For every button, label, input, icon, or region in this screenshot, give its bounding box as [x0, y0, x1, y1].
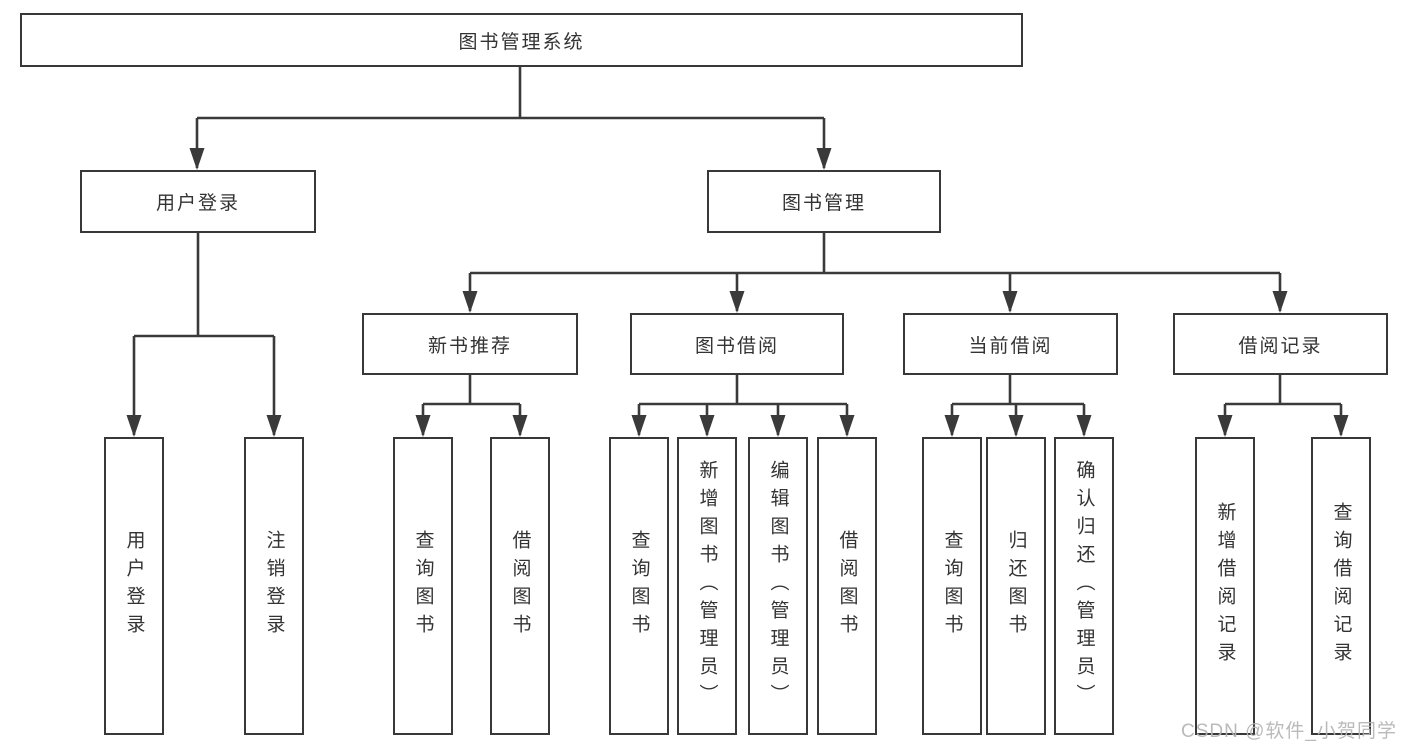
- connector-bookmgmt-to-level3: [462, 233, 1288, 313]
- watermark: CSDN @软件_小贺同学: [1181, 721, 1397, 742]
- node-book-mgmt: 图书管理: [707, 170, 941, 233]
- connector-currentborrowing-to-leaves: [944, 375, 1092, 437]
- leaf-bb-borrow-books: 借阅图书: [817, 437, 877, 735]
- leaf-bb-add-books-label: 新增图书（管理员）: [696, 460, 718, 712]
- leaf-cb-return-books: 归还图书: [986, 437, 1046, 735]
- leaf-br-add-record: 新增借阅记录: [1195, 437, 1255, 735]
- node-new-book-rec: 新书推荐: [362, 313, 578, 375]
- connector-root-to-level2: [189, 67, 832, 170]
- arrow-down-icon: [729, 291, 745, 313]
- arrow-down-icon: [1076, 415, 1092, 437]
- arrow-down-icon: [770, 415, 786, 437]
- leaf-cb-query-books: 查询图书: [922, 437, 982, 735]
- arrow-down-icon: [1002, 291, 1018, 313]
- node-user-login: 用户登录: [80, 170, 316, 233]
- arrow-down-icon: [1333, 415, 1349, 437]
- arrow-down-icon: [699, 415, 715, 437]
- arrow-down-icon: [816, 148, 832, 170]
- node-borrowing-records-label: 借阅记录: [1238, 335, 1323, 357]
- node-new-book-rec-label: 新书推荐: [427, 335, 512, 357]
- leaf-br-query-record: 查询借阅记录: [1311, 437, 1371, 735]
- leaf-bb-add-books: 新增图书（管理员）: [677, 437, 737, 735]
- node-book-borrowing-label: 图书借阅: [694, 335, 779, 357]
- leaf-bb-borrow-books-label: 借阅图书: [836, 530, 858, 642]
- arrow-down-icon: [266, 415, 282, 437]
- node-user-login-label: 用户登录: [155, 193, 240, 214]
- node-current-borrowing: 当前借阅: [903, 313, 1118, 375]
- leaf-bb-edit-books-label: 编辑图书（管理员）: [767, 460, 789, 712]
- arrow-down-icon: [462, 291, 478, 313]
- node-book-mgmt-label: 图书管理: [781, 193, 866, 214]
- leaf-cb-return-books-label: 归还图书: [1005, 530, 1027, 642]
- leaf-cb-query-books-label: 查询图书: [941, 530, 963, 642]
- leaf-br-add-record-label: 新增借阅记录: [1214, 502, 1236, 670]
- connector-userlogin-to-leaves: [126, 233, 282, 437]
- arrow-down-icon: [189, 148, 205, 170]
- arrow-down-icon: [1217, 415, 1233, 437]
- arrow-down-icon: [415, 415, 431, 437]
- arrow-down-icon: [126, 415, 142, 437]
- leaf-user-login: 用户登录: [104, 437, 164, 735]
- arrow-down-icon: [1008, 415, 1024, 437]
- connector-bookborrowing-to-leaves: [631, 375, 855, 437]
- leaf-cb-confirm-return-label: 确认归还（管理员）: [1073, 460, 1095, 712]
- node-book-borrowing: 图书借阅: [630, 313, 844, 375]
- arrow-down-icon: [944, 415, 960, 437]
- leaf-logout-label: 注销登录: [263, 530, 285, 642]
- leaf-nbr-query-books-label: 查询图书: [412, 530, 434, 642]
- leaf-logout: 注销登录: [244, 437, 304, 735]
- leaf-bb-edit-books: 编辑图书（管理员）: [748, 437, 808, 735]
- arrow-down-icon: [1272, 291, 1288, 313]
- node-root-label: 图书管理系统: [458, 31, 585, 53]
- leaf-bb-query-books: 查询图书: [609, 437, 669, 735]
- node-root: 图书管理系统: [20, 13, 1023, 67]
- arrow-down-icon: [512, 415, 528, 437]
- leaf-nbr-borrow-books: 借阅图书: [490, 437, 550, 735]
- leaf-bb-query-books-label: 查询图书: [628, 530, 650, 642]
- connector-newbookrec-to-leaves: [415, 375, 528, 437]
- leaf-br-query-record-label: 查询借阅记录: [1330, 502, 1352, 670]
- leaf-user-login-label: 用户登录: [123, 530, 145, 642]
- arrow-down-icon: [839, 415, 855, 437]
- leaf-nbr-borrow-books-label: 借阅图书: [509, 530, 531, 642]
- connector-borrowrecords-to-leaves: [1217, 375, 1349, 437]
- node-borrowing-records: 借阅记录: [1173, 313, 1388, 375]
- leaf-nbr-query-books: 查询图书: [393, 437, 453, 735]
- leaf-cb-confirm-return: 确认归还（管理员）: [1054, 437, 1114, 735]
- arrow-down-icon: [631, 415, 647, 437]
- node-current-borrowing-label: 当前借阅: [968, 335, 1053, 357]
